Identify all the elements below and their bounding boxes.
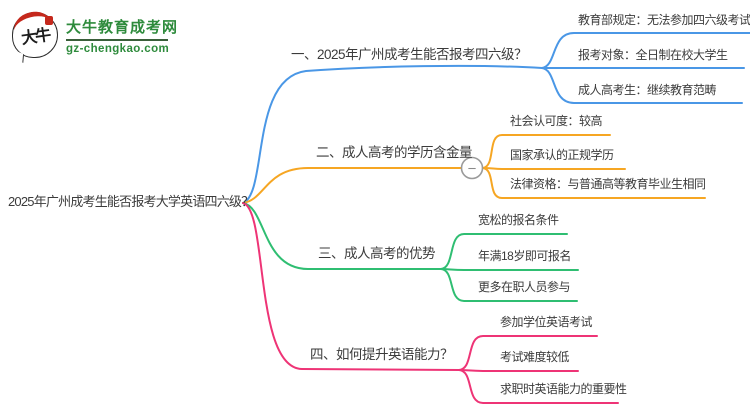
branch-3-child-1[interactable]: 宽松的报名条件 (478, 213, 559, 227)
branch-4-label[interactable]: 四、如何提升英语能力？ (310, 347, 454, 362)
branch-3-child-3[interactable]: 更多在职人员参与 (478, 280, 571, 294)
branch-1-connector (242, 64, 543, 204)
logo-divider (66, 38, 168, 41)
branch-3-child-connector (440, 233, 568, 270)
branch-2-lines (242, 134, 706, 204)
branch-3-child-connector (440, 268, 578, 302)
branch-2-child-connector (482, 134, 611, 169)
branch-4-child-2[interactable]: 考试难度较低 (500, 350, 570, 364)
branch-4-lines (242, 202, 619, 404)
branch-3-child-connector (440, 268, 579, 271)
branch-4-child-connector (458, 335, 598, 371)
branch-2-label[interactable]: 二、成人高考的学历含金量 (316, 145, 473, 160)
site-name: 大牛教育成考网 (66, 18, 179, 36)
logo-bull-icon: 大牛 (10, 7, 58, 63)
branch-2-child-connector (482, 167, 706, 199)
logo-text-block: 大牛教育成考网 gz-chengkao.com (66, 16, 178, 55)
branch-1-label[interactable]: 一、2025年广州成考生能否报考四六级？ (291, 47, 528, 62)
branch-2-child-1[interactable]: 社会认可度：较高 (510, 114, 603, 128)
branch-2-child-3[interactable]: 法律资格：与普通高等教育毕业生相同 (510, 177, 706, 191)
branch-2-child-2[interactable]: 国家承认的正规学历 (510, 148, 614, 162)
branch-1-child-1[interactable]: 教育部规定：无法参加四六级考试 (578, 13, 750, 27)
branch-4-child-3[interactable]: 求职时英语能力的重要性 (500, 382, 627, 396)
branch-1-child-connector (541, 32, 750, 69)
branch-1-child-2[interactable]: 报考对象：全日制在校大学生 (578, 48, 728, 62)
branch-2-child-connector (482, 167, 626, 170)
collapse-button[interactable]: − (460, 156, 484, 180)
root-topic[interactable]: 2025年广州成考生能否报考大学英语四六级？ (8, 194, 254, 209)
site-logo[interactable]: 大牛 大牛教育成考网 gz-chengkao.com (10, 7, 178, 63)
site-url: gz-chengkao.com (66, 42, 170, 55)
branch-4-connector (242, 202, 460, 371)
branch-2-connector (242, 167, 462, 204)
branch-3-connector (242, 202, 442, 270)
branch-1-child-connector (541, 67, 743, 104)
branch-1-child-3[interactable]: 成人高考生：继续教育范畴 (578, 83, 717, 97)
branch-3-label[interactable]: 三、成人高考的优势 (318, 246, 436, 261)
collapse-minus-icon: − (468, 161, 477, 178)
branch-4-child-connector (458, 369, 619, 404)
branch-1-lines (242, 32, 750, 204)
branch-4-child-1[interactable]: 参加学位英语考试 (500, 315, 593, 329)
branch-3-lines (242, 202, 579, 302)
logo-red-seal (45, 16, 53, 25)
branch-4-child-connector (458, 369, 579, 372)
branch-3-child-2[interactable]: 年满18岁即可报名 (478, 249, 571, 263)
